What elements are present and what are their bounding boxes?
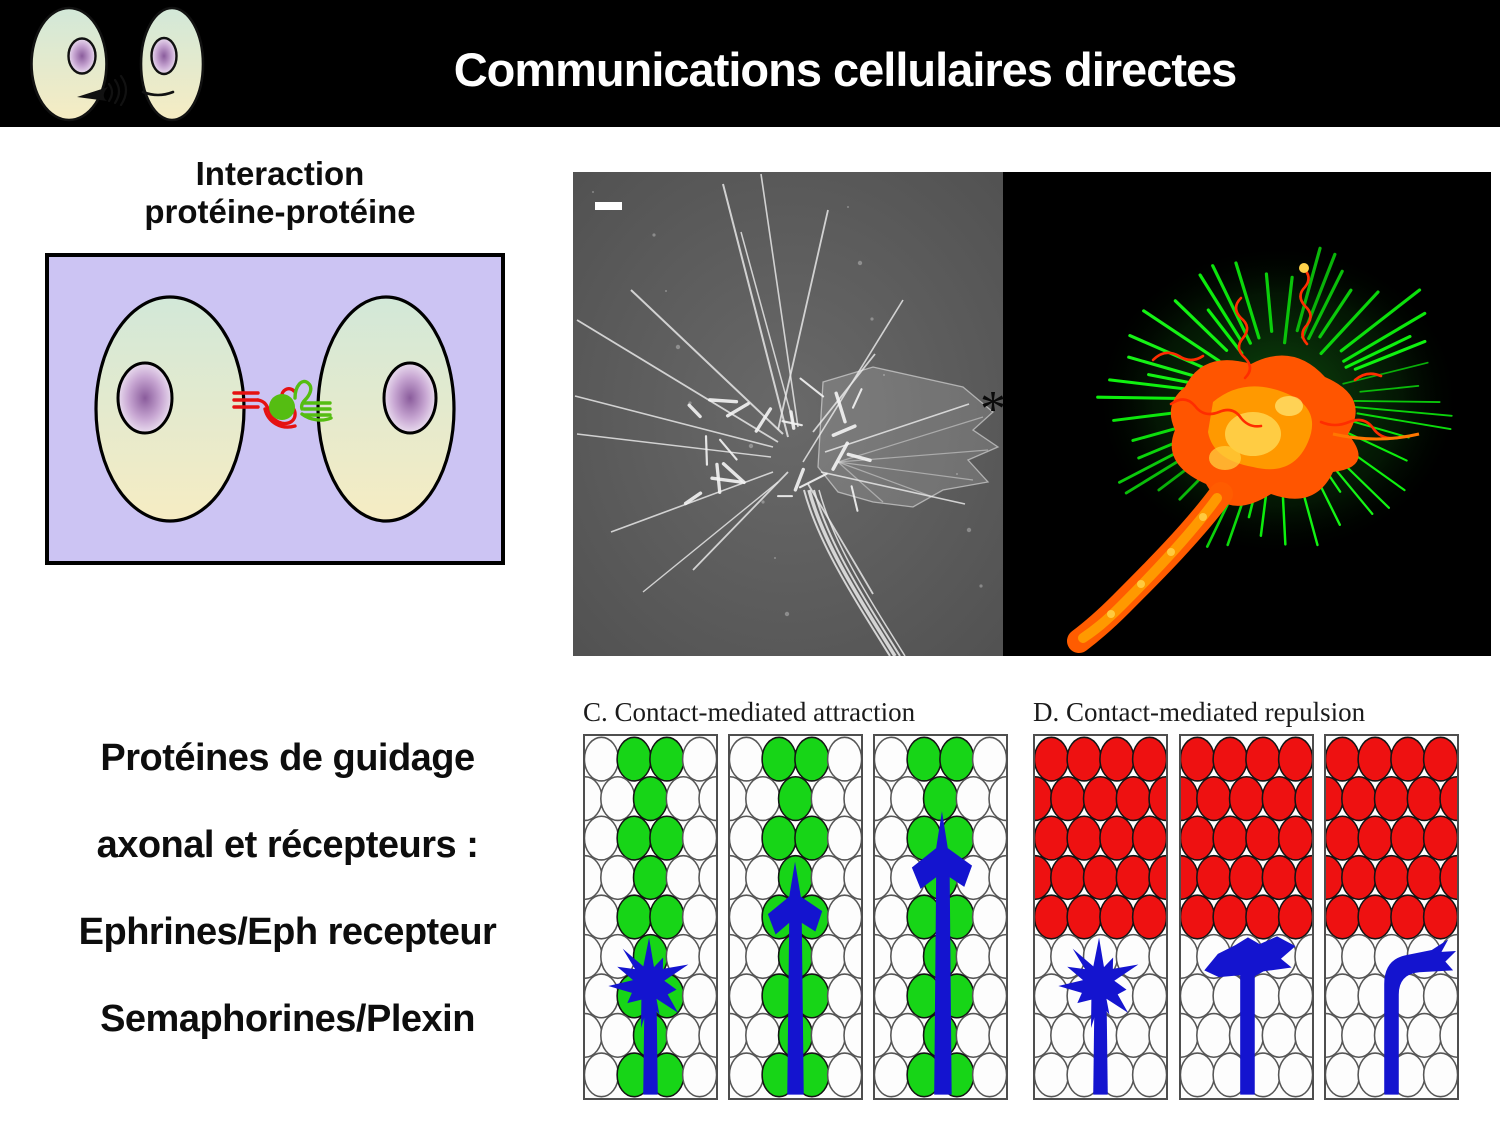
guidance-line-4: Semaphorines/Plexin — [100, 998, 475, 1040]
guidance-text-block: Protéines de guidage axonal et récepteur… — [15, 738, 560, 1086]
attraction-subpanel-2 — [728, 734, 863, 1100]
caption-attraction: C. Contact-mediated attraction — [583, 697, 916, 727]
guidance-line-3: Ephrines/Eph recepteur — [78, 911, 497, 953]
guidance-line-1: Protéines de guidage — [100, 737, 475, 779]
talking-cells-icon — [30, 6, 205, 122]
caption-repulsion: D. Contact-mediated repulsion — [1033, 697, 1366, 727]
header-bar: Communications cellulaires directes — [0, 0, 1500, 127]
protein-diagram-art — [94, 295, 456, 523]
attraction-subpanel-1 — [583, 734, 718, 1100]
fluorescence-growth-cone-image — [1003, 172, 1491, 656]
slide-title: Communications cellulaires directes — [453, 43, 1238, 96]
sem-art — [573, 172, 1003, 656]
ligand-ball — [269, 394, 295, 420]
fluorescence-art — [1003, 172, 1491, 656]
repulsion-subpanel-1 — [1033, 734, 1168, 1100]
green-receptor-protein — [293, 379, 333, 422]
interaction-label-line2: protéine-protéine — [144, 193, 416, 230]
interaction-label-line1: Interaction — [195, 155, 365, 192]
protein-interaction-diagram — [45, 253, 505, 565]
repulsion-subpanel-2 — [1179, 734, 1314, 1100]
asterisk-marker: * — [980, 381, 1006, 438]
red-ligand-protein — [232, 387, 297, 429]
attraction-subpanel-3 — [873, 734, 1008, 1100]
repulsion-subpanel-3 — [1324, 734, 1459, 1100]
guidance-line-2: axonal et récepteurs : — [96, 824, 479, 866]
sem-growth-cone-image — [573, 172, 1003, 656]
interaction-label: Interaction protéine-protéine — [60, 155, 500, 231]
